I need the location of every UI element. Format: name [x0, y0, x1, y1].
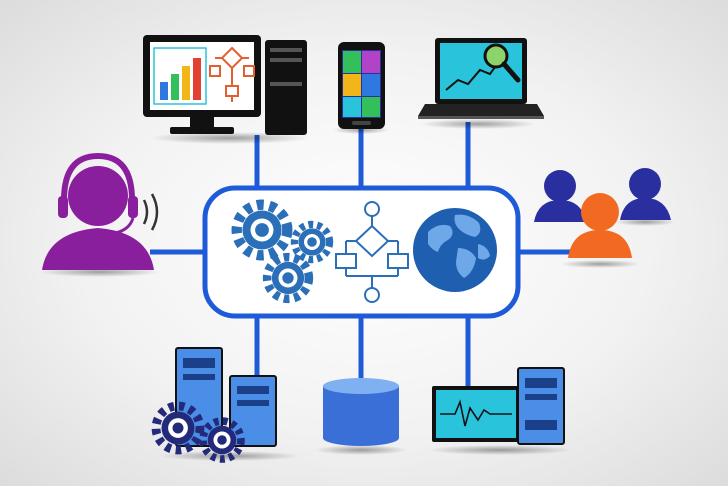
bar-chart-icon	[153, 47, 207, 105]
monitor-and-server	[428, 367, 572, 455]
connector-lines	[150, 122, 580, 388]
user-icon-left	[534, 170, 586, 222]
user-icon-center	[568, 193, 632, 258]
user-group	[534, 168, 675, 268]
servers-with-gears	[156, 347, 300, 461]
user-icon-right	[620, 168, 671, 220]
globe-icon	[413, 208, 497, 292]
sound-waves-icon	[142, 193, 159, 231]
flowchart-small-icon	[209, 46, 255, 102]
desktop-computer	[143, 35, 310, 144]
smartphone	[333, 42, 389, 134]
central-hub	[202, 185, 521, 319]
support-agent	[40, 152, 160, 277]
laptop-analytics	[418, 38, 544, 129]
flowchart-icon	[335, 201, 409, 303]
database	[315, 378, 407, 455]
pc-tower	[265, 40, 307, 135]
magnifier-icon	[483, 43, 521, 83]
